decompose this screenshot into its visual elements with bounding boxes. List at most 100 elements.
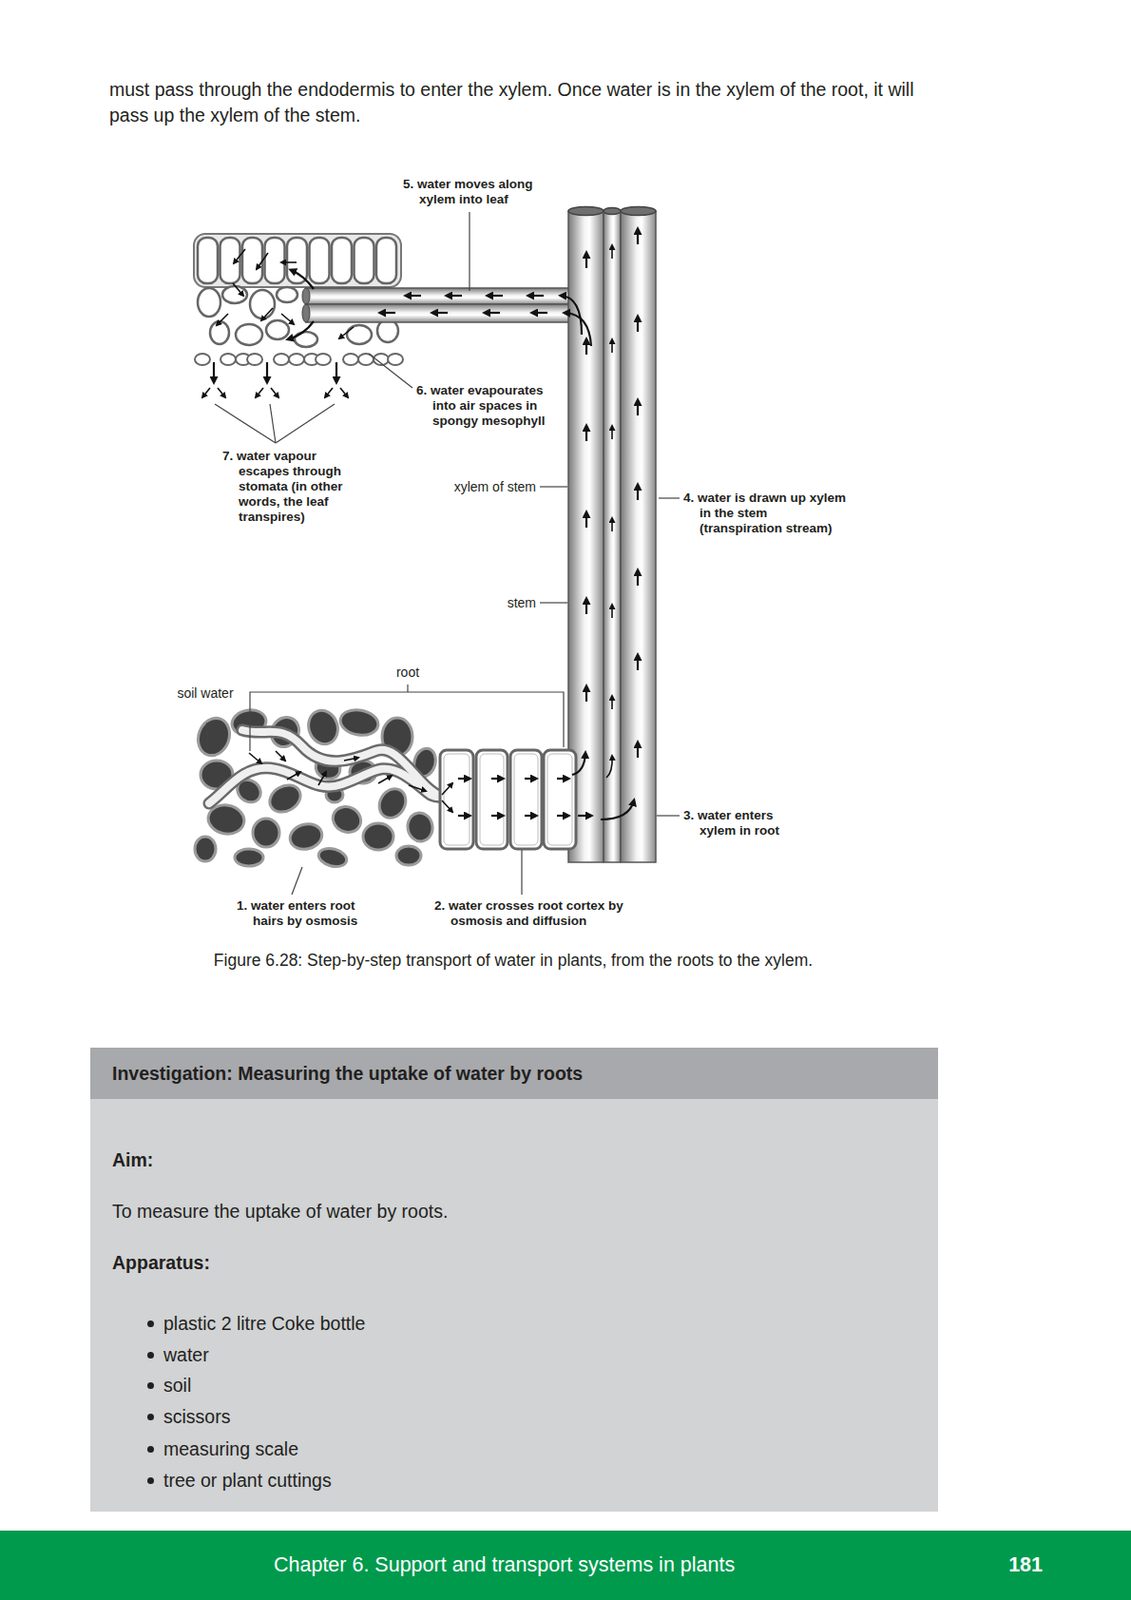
flow-arrow	[339, 326, 354, 339]
flow-arrow	[611, 245, 614, 259]
flow-arrow	[611, 425, 614, 440]
list-item: soil	[163, 1373, 192, 1397]
investigation-header: Investigation: Measuring the uptake of w…	[90, 1047, 939, 1099]
root-cortex-cell-inner	[514, 753, 538, 845]
leaf-xylem-tube	[302, 287, 310, 305]
step-callout: 7. water vapour escapes through stomata …	[222, 448, 358, 525]
leaf-section	[247, 353, 263, 365]
leaf-section	[197, 287, 221, 317]
flow-arrow	[255, 387, 264, 398]
flow-arrow	[585, 339, 588, 355]
soil-particle	[363, 823, 394, 850]
leaf-xylem-tube	[302, 304, 310, 323]
flow-arrow	[432, 311, 448, 314]
leaf-section	[194, 353, 211, 365]
flow-arrow	[487, 294, 503, 297]
leaf-section	[309, 237, 330, 284]
stem-xylem-tube	[620, 210, 656, 863]
flow-arrow	[484, 311, 500, 314]
root-cortex-cell	[543, 749, 576, 849]
figure-caption: Figure 6.28: Step-by-step transport of w…	[114, 949, 913, 971]
soil-particle	[374, 784, 412, 824]
root-hair	[209, 767, 442, 804]
soil-particle	[316, 844, 349, 869]
soil-particle	[304, 706, 344, 748]
root-hair	[209, 767, 442, 804]
flow-arrow	[318, 771, 326, 786]
flow-arrow	[556, 814, 569, 817]
leaf-section	[273, 353, 289, 365]
root-cortex-cell-inner	[443, 753, 573, 845]
flow-arrow	[266, 362, 269, 383]
panel-text: Apparatus:	[112, 1250, 211, 1274]
flow-arrow	[636, 229, 639, 245]
flow-arrow	[325, 387, 333, 398]
panel-text: To measure the uptake of water by roots.	[112, 1199, 448, 1223]
step-callout: 5. water moves along xylem into leaf	[402, 176, 546, 208]
soil-particle	[192, 713, 235, 761]
leaf-section	[235, 324, 263, 346]
panel-text: Investigation: Measuring the uptake of w…	[112, 1061, 583, 1085]
root-cortex-cell	[476, 749, 508, 849]
stem-xylem-tube	[568, 207, 604, 216]
leaf-section	[287, 237, 307, 284]
soil-particle	[405, 810, 436, 844]
leaf-section	[197, 237, 218, 284]
flow-arrow	[216, 313, 229, 326]
flow-arrow	[606, 755, 613, 778]
panel-text: Aim:	[112, 1148, 154, 1171]
soil-particle	[328, 802, 365, 837]
flow-arrow	[532, 311, 548, 314]
panel-text: 181	[950, 1552, 1043, 1577]
flow-arrow	[335, 362, 338, 383]
soil-particle	[252, 818, 280, 847]
leaf-section	[387, 353, 403, 365]
flow-arrow	[458, 777, 470, 780]
flow-arrow	[636, 570, 639, 586]
flow-arrow	[524, 777, 537, 780]
flow-arrow	[202, 387, 211, 398]
stem-xylem-tube	[568, 207, 656, 863]
root-cortex-cell-inner	[443, 753, 470, 845]
flow-arrow	[281, 313, 294, 325]
leaf-section	[210, 321, 230, 345]
root-cortex-cell	[510, 749, 542, 849]
flow-arrow	[564, 312, 592, 346]
leaf-section	[193, 233, 402, 288]
leader-line	[249, 691, 564, 751]
flow-arrow	[217, 387, 226, 398]
flow-arrow	[491, 814, 503, 817]
flow-arrow	[212, 362, 215, 383]
leaf-xylem-tube	[302, 287, 582, 323]
flow-arrow	[441, 800, 453, 812]
flow-arrow	[611, 695, 614, 710]
flow-arrow	[560, 295, 582, 335]
list-item: water	[163, 1342, 210, 1366]
flow-arrow	[585, 512, 588, 528]
root-hair	[209, 729, 442, 804]
flow-arrow	[378, 775, 392, 784]
step-callout: 2. water crosses root cortex by osmosis …	[434, 898, 639, 929]
step-callout: 4. water is drawn up xylem in the stem (…	[683, 490, 853, 537]
leader-line	[656, 814, 680, 816]
part-label: stem	[418, 594, 537, 612]
leaf-section	[276, 287, 298, 303]
root-cortex-cell	[440, 749, 474, 849]
flow-arrow	[600, 800, 634, 820]
leader-line	[539, 601, 568, 603]
step-callout: 3. water enters xylem in root	[683, 807, 807, 839]
stem-xylem-tube	[620, 207, 656, 216]
flow-arrow	[524, 814, 537, 817]
flow-arrow	[441, 783, 453, 795]
stem-xylem-tube	[603, 210, 621, 863]
flow-arrow	[270, 387, 279, 398]
flow-arrow	[446, 294, 462, 297]
flow-arrow	[636, 316, 639, 332]
list-item: measuring scale	[163, 1437, 299, 1460]
flow-arrow	[232, 283, 244, 296]
flow-arrow	[344, 757, 359, 761]
step-callout: 6. water evapourates into air spaces in …	[416, 383, 569, 429]
leader-line	[520, 849, 522, 895]
leaf-section	[220, 353, 236, 365]
flow-arrow	[405, 294, 422, 297]
